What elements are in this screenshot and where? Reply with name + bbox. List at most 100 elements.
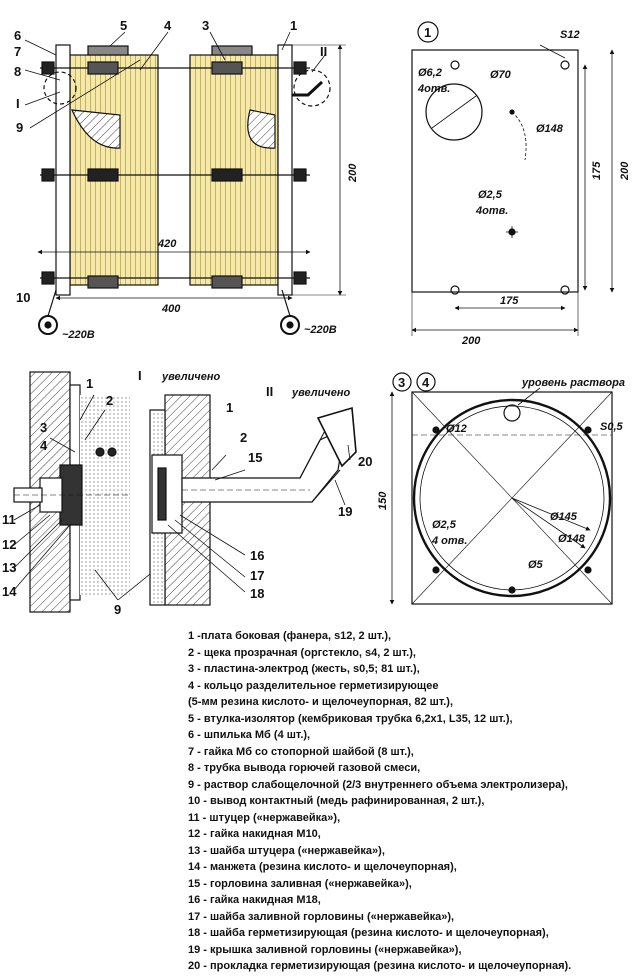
detail-II-labels: II увеличено 1 2 15 20 19 16 17 18: [226, 384, 372, 601]
voltage-left: ~220В: [62, 329, 95, 341]
marker-10: 10: [16, 290, 30, 305]
detail-I-view: [13, 371, 156, 613]
detail-I-marker-4: 4: [40, 438, 48, 453]
legend-item: 7 - гайка Мб со стопорной шайбой (8 шт.)…: [188, 745, 414, 758]
legend-item: 13 - шайба штуцера («нержавейка»),: [188, 844, 385, 857]
view-label-4: 4: [422, 375, 430, 390]
side-board-left: [55, 44, 71, 296]
detail-I-marker-13: 13: [2, 560, 16, 575]
marker-9: 9: [16, 120, 23, 135]
detail-I-roman: I: [138, 368, 142, 383]
dim-200-main: 200: [347, 163, 359, 183]
legend-item: 19 - крышка заливной горловины («нержаве…: [188, 943, 462, 956]
hole-25-count: 4 отв.: [431, 535, 467, 547]
marker-7: 7: [14, 44, 21, 59]
marker-5: 5: [120, 18, 127, 33]
legend-item: 3 - пластина-электрод (жесть, s0,5; 81 ш…: [188, 663, 420, 675]
hole-small-label: Ø6,2: [418, 67, 442, 79]
hole-70: [425, 83, 483, 141]
detail-II-marker-18: 18: [250, 586, 264, 601]
main-assembly-view: [24, 31, 346, 335]
side-plate-outline: [411, 49, 579, 293]
detail-I-labels: I увеличено 1 2 3 4 11 12 13 14 9: [2, 368, 220, 617]
hole-big-label: Ø70: [490, 69, 512, 81]
dim-175-horizontal: 175: [500, 295, 519, 307]
detail-I-marker-1: 1: [86, 376, 93, 391]
detail-I-marker-11: 11: [2, 512, 16, 527]
side-plate-view: [411, 21, 615, 336]
view-label-3: 3: [398, 375, 405, 390]
marker-4: 4: [164, 18, 172, 33]
detail-I-caption: увеличено: [161, 371, 220, 383]
legend-item: 17 - шайба заливной горловины («нержавей…: [188, 910, 455, 923]
side-board-right: [277, 44, 293, 296]
legend-item: 8 - трубка вывода горючей газовой смеси,: [188, 762, 421, 774]
technical-drawing: 5 4 3 1 6 7 8 I 9 II 10 420 400 200 ~220…: [2, 18, 631, 617]
dim-175-vertical: 175: [591, 161, 603, 180]
legend-item: (5-мм резина кислото- и щелочеупорная, 8…: [188, 696, 454, 708]
marker-II: II: [320, 44, 327, 59]
dim-400: 400: [161, 303, 181, 315]
detail-II-marker-1: 1: [226, 400, 233, 415]
hole-12-label: Ø12: [446, 423, 467, 435]
dim-150: 150: [377, 491, 389, 510]
dim-200-horizontal: 200: [461, 335, 481, 347]
main-assembly-labels: 5 4 3 1 6 7 8 I 9 II 10 420 400 200 ~220…: [14, 18, 359, 341]
diameter-148-label: Ø148: [558, 533, 586, 545]
voltage-right: ~220В: [304, 324, 337, 336]
marker-1: 1: [290, 18, 297, 33]
legend-item: 15 - горловина заливная («нержавейка»),: [188, 877, 412, 890]
detail-I-marker-2: 2: [106, 393, 113, 408]
legend-item: 5 - втулка-изолятор (кембриковая трубка …: [188, 712, 513, 725]
hole-25-label: Ø2,5: [432, 519, 457, 531]
detail-II-marker-17: 17: [250, 568, 264, 583]
legend-item: 2 - щека прозрачная (оргстекло, s4, 2 шт…: [188, 646, 416, 659]
electrode-view: [389, 372, 613, 605]
hole-small-count: 4отв.: [417, 83, 450, 95]
legend-item: 4 - кольцо разделительное герметизирующе…: [188, 679, 439, 692]
dim-420: 420: [157, 238, 177, 250]
legend-item: 20 - прокладка герметизирующая (резина к…: [188, 960, 572, 972]
legend-item: 11 - штуцер («нержавейка»),: [188, 811, 341, 824]
electrode-thickness: S0,5: [600, 421, 624, 433]
plate-thickness: S12: [560, 29, 580, 41]
marker-6: 6: [14, 28, 21, 43]
parts-legend: 1 -плата боковая (фанера, s12, 2 шт.), 2 …: [188, 628, 638, 975]
electrode-plate-outline: [411, 391, 613, 605]
detail-II-roman: II: [266, 384, 273, 399]
detail-II-marker-2: 2: [240, 430, 247, 445]
detail-II-marker-20: 20: [358, 454, 372, 469]
electrode-labels: 3 4 уровень раствора S0,5 Ø12 Ø145 Ø148 …: [377, 375, 625, 571]
detail-II-marker-16: 16: [250, 548, 264, 563]
hole-5-label: Ø5: [528, 559, 544, 571]
legend-item: 1 -плата боковая (фанера, s12, 2 шт.),: [188, 630, 392, 642]
detail-I-marker-9: 9: [114, 602, 121, 617]
detail-I-marker-14: 14: [2, 584, 17, 599]
hole-tiny-label: Ø2,5: [478, 189, 503, 201]
marker-I: I: [16, 96, 20, 111]
hole-tiny-count: 4отв.: [475, 205, 508, 217]
legend-item: 18 - шайба герметизирующая (резина кисло…: [188, 927, 549, 939]
legend-item: 16 - гайка накидная М18,: [188, 894, 321, 906]
detail-II-marker-15: 15: [248, 450, 262, 465]
circle-148-label: Ø148: [536, 123, 564, 135]
legend-item: 14 - манжета (резина кислото- и щелочеуп…: [188, 861, 457, 873]
view-label-1: 1: [424, 25, 431, 40]
marker-8: 8: [14, 64, 21, 79]
detail-II-view: [149, 394, 357, 606]
marker-3: 3: [202, 18, 209, 33]
view-circle-1: [417, 21, 439, 43]
side-plate-labels: 1 S12 Ø6,2 4отв. Ø70 Ø148 Ø2,5 4отв. 175…: [417, 25, 631, 347]
dim-200-vertical: 200: [619, 161, 631, 181]
legend-item: 12 - гайка накидная М10,: [188, 828, 321, 840]
solution-level-label: уровень раствора: [521, 377, 625, 389]
legend-item: 6 - шпилька Мб (4 шт.),: [188, 729, 311, 741]
detail-II-marker-19: 19: [338, 504, 352, 519]
legend-item: 10 - вывод контактный (медь рафинированн…: [188, 795, 485, 807]
detail-II-caption: увеличено: [291, 387, 350, 399]
detail-I-marker-12: 12: [2, 537, 16, 552]
legend-item: 9 - раствор слабощелочной (2/3 внутренне…: [188, 778, 568, 791]
electrode-ring: [412, 398, 612, 598]
detail-I-marker-3: 3: [40, 420, 47, 435]
diameter-145-label: Ø145: [550, 511, 578, 523]
